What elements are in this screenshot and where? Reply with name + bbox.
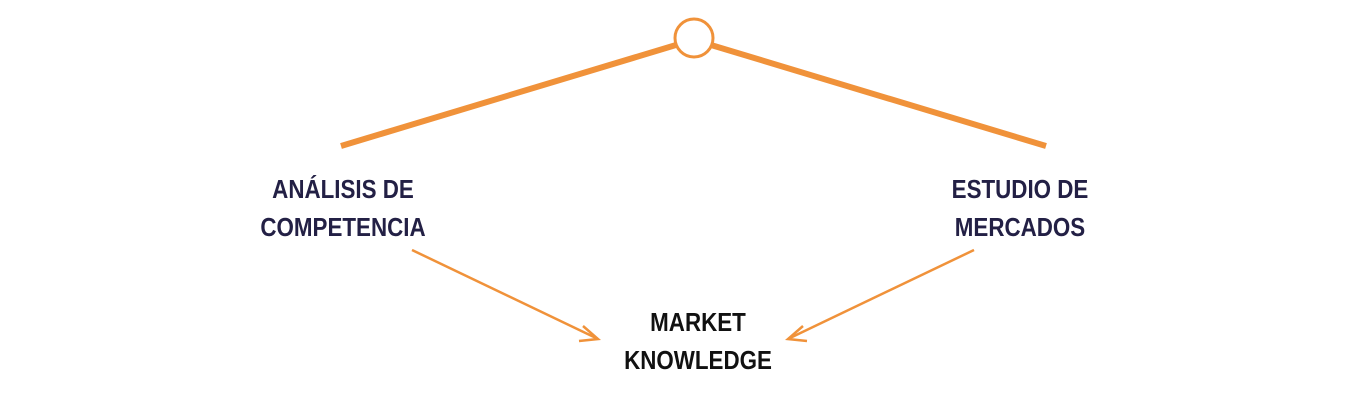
arrow-right-to-center xyxy=(785,248,975,343)
label-center-line1: MARKET xyxy=(650,307,746,337)
arrow-left-to-center xyxy=(411,248,601,343)
label-analisis-competencia: ANÁLISIS DE COMPETENCIA xyxy=(244,170,442,246)
label-center-line2: KNOWLEDGE xyxy=(624,345,772,375)
label-left-line2: COMPETENCIA xyxy=(260,212,426,242)
pivot-circle xyxy=(673,17,715,59)
label-estudio-mercados: ESTUDIO DE MERCADOS xyxy=(921,170,1119,246)
balance-beam-right xyxy=(710,42,1047,149)
label-right-line1: ESTUDIO DE xyxy=(951,174,1089,204)
label-market-knowledge: MARKET KNOWLEDGE xyxy=(599,303,797,379)
label-right-line2: MERCADOS xyxy=(954,212,1086,242)
balance-beam-left xyxy=(340,42,677,149)
label-left-line1: ANÁLISIS DE xyxy=(272,174,414,204)
